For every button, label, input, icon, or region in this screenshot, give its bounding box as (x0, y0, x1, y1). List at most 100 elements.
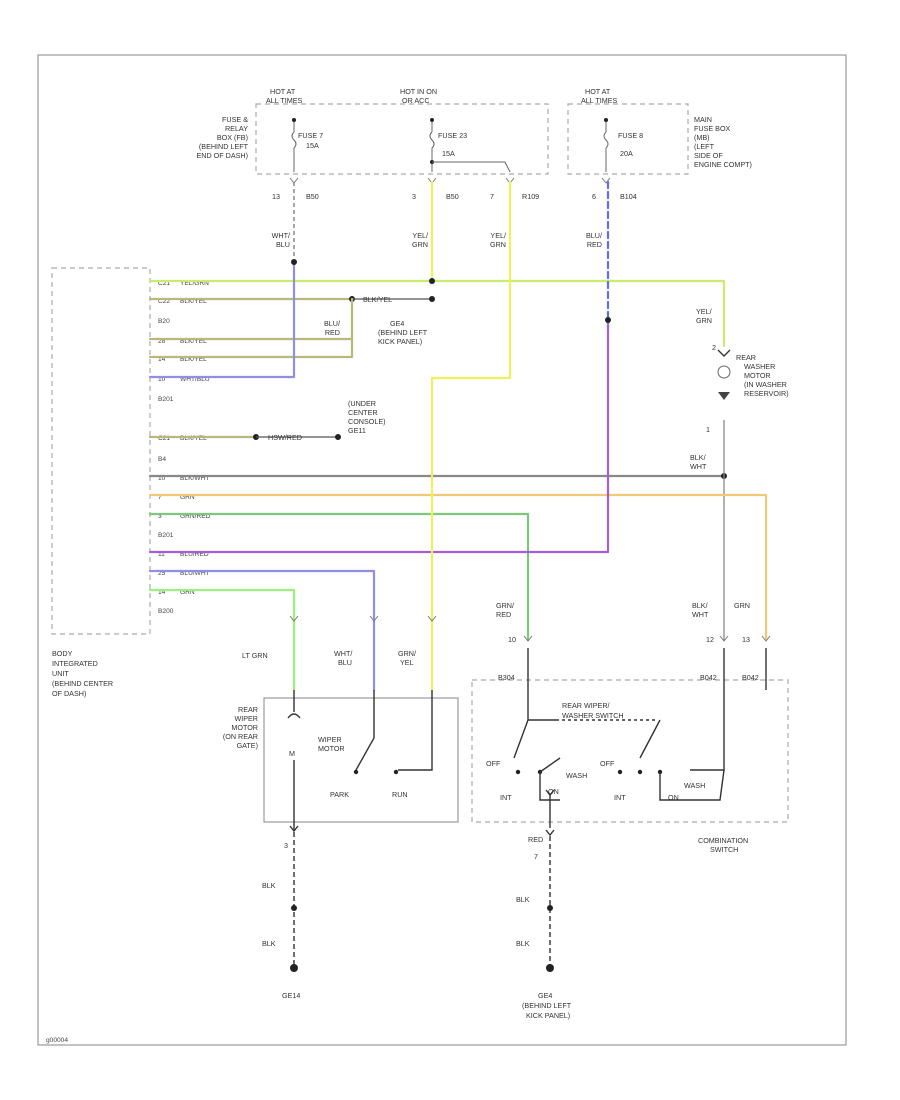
biu-pin-8: B4 (158, 456, 166, 463)
console-label-3: CONSOLE) (348, 417, 386, 426)
pin-7: 7 (490, 192, 494, 201)
ge4-label-3: KICK PANEL) (378, 337, 422, 346)
washer-label-5: RESERVOIR) (744, 389, 789, 398)
wire-label-red-2: RED (587, 240, 602, 249)
wire-label-grn-1: GRN (412, 240, 428, 249)
combo-on-2: ON (668, 793, 679, 802)
console-label-2: CENTER (348, 408, 378, 417)
wiper-wire-blu: BLU (338, 658, 352, 667)
sw-wire-red: RED (496, 610, 511, 619)
washer-label-3: MOTOR (744, 371, 771, 380)
fuse-mid-hot-line2: OR ACC (402, 96, 430, 105)
wiper-label-2: WIPER (234, 714, 258, 723)
wiper-label-5: GATE) (237, 741, 258, 750)
wiper-motor-text-1: WIPER (318, 735, 342, 744)
wire-label-yel-1: YEL/ (412, 231, 428, 240)
wiper-motor-text-2: MOTOR (318, 744, 345, 753)
fuse-relay-box-outline (255, 103, 549, 175)
wiper-switch-contact-1 (353, 769, 359, 775)
conn-b50-b: B50 (446, 192, 459, 201)
mb-label-line4: (LEFT (694, 142, 715, 151)
combo-wash-2: WASH (684, 781, 705, 790)
wire-blk-yel-28 (148, 297, 354, 341)
fuse-23-amp: 15A (442, 149, 455, 158)
combo-name-2: SWITCH (710, 845, 738, 854)
wire-grn-red-switch (148, 512, 530, 642)
wire-label-wht-1: WHT/ (272, 231, 290, 240)
biu-label-line2: INTEGRATED (52, 659, 98, 668)
combo-wash-1: WASH (566, 771, 587, 780)
biu-pin-5: 10 (158, 376, 166, 383)
fuse-right-hot-line2: ALL TIMES (581, 96, 618, 105)
wiper-conn-1 (289, 615, 299, 622)
wire-yel-grn-washer (148, 279, 726, 348)
fuse-right-hot-line1: HOT AT (585, 87, 611, 96)
biu-label-line1: BODY (52, 649, 73, 658)
ground-ge14-label: GE14 (282, 991, 300, 1000)
combo-off-1: OFF (486, 759, 501, 768)
wiper-gnd-pin: 3 (284, 841, 288, 850)
mb-label-line1: MAIN (694, 115, 712, 124)
mb-label-line5: SIDE OF (694, 151, 723, 160)
fb-label-line3: BOX (FB) (217, 133, 248, 142)
fuse-8-name: FUSE 8 (618, 131, 643, 140)
mb-label-line3: (MB) (694, 133, 710, 142)
biu-label-line4: (BEHIND CENTER (52, 679, 113, 688)
fuse-23-top-dot (430, 118, 434, 122)
sw-wire-grn-2: GRN (734, 601, 750, 610)
switch-connector-symbols (289, 615, 771, 642)
wire-wht-blu-fuse7 (148, 260, 296, 379)
wiper-label-4: (ON REAR (223, 732, 258, 741)
wiper-motor-m-symbol: M (289, 749, 295, 758)
biu-color-7: BLK/YEL (180, 435, 207, 442)
ge4-label-1: GE4 (390, 319, 404, 328)
fuse-23-symbol (429, 122, 435, 172)
combo-off-2: OFF (600, 759, 615, 768)
washer-wire-yel: YEL/ (696, 307, 712, 316)
ground-ge11 (335, 434, 341, 440)
washer-motor-symbol (717, 365, 731, 379)
fuse-box-right: HOT AT ALL TIMES FUSE 8 20A (567, 87, 689, 175)
washer-label-4: (IN WASHER (744, 380, 787, 389)
fb-label-line5: END OF DASH) (196, 151, 248, 160)
biu-pin-9: 10 (158, 475, 166, 482)
washer-gnd-wire-a: BLK/ (690, 453, 706, 462)
biu-pin-4: 14 (158, 356, 166, 363)
wires (148, 180, 768, 692)
combo-gnd-pin-a: RED (528, 835, 543, 844)
combo-conn-left: B304 (498, 673, 515, 682)
hsw-red-label: HSW/RED (268, 433, 302, 442)
biu-pin-6: B201 (158, 396, 174, 403)
fuse-8-amp: 20A (620, 149, 633, 158)
washer-gnd-wire-b: WHT (690, 462, 707, 471)
wiper-motor-wire-in (287, 690, 301, 719)
console-label-1: (UNDER (348, 399, 376, 408)
biu-pin-3: 28 (158, 338, 166, 345)
fuse-7-name: FUSE 7 (298, 131, 323, 140)
combo-gnd-blk-2: BLK (516, 939, 530, 948)
sw-pin-12: 12 (706, 635, 714, 644)
rear-wiper-motor: LT GRN WHT/ BLU GRN/ YEL REAR WIPER MOTO… (223, 649, 459, 1000)
biu-color-0: YEL/GRN (180, 280, 209, 287)
biu-pin-16: B200 (158, 608, 174, 615)
biu-color-5: WHT/BLU (180, 376, 210, 383)
conn-b104: B104 (620, 192, 637, 201)
biu-color-11: GRN/RED (180, 513, 211, 520)
wire-yel-grn-wiper (430, 180, 512, 692)
ground-ge14-symbol (290, 964, 298, 972)
wiper-run-label: RUN (392, 790, 408, 799)
conn-b50-a: B50 (306, 192, 319, 201)
sw-conn-1 (523, 635, 533, 642)
biu-pin-1: C22 (158, 298, 170, 305)
mb-label-line2: FUSE BOX (694, 124, 731, 133)
washer-wire-grn: GRN (696, 316, 712, 325)
wiper-gnd-blk-1: BLK (262, 881, 276, 890)
splice-dot-fuse23 (429, 278, 435, 284)
washer-conn-symbol (717, 349, 731, 357)
combo-name-1: COMBINATION (698, 836, 748, 845)
splice-dot-fuse7 (291, 259, 297, 265)
combo-contact-on-2 (637, 769, 643, 775)
biu-color-10: GRN (180, 494, 195, 501)
biu-pin-7: C21 (158, 435, 170, 442)
connector-symbols-top (289, 177, 611, 184)
